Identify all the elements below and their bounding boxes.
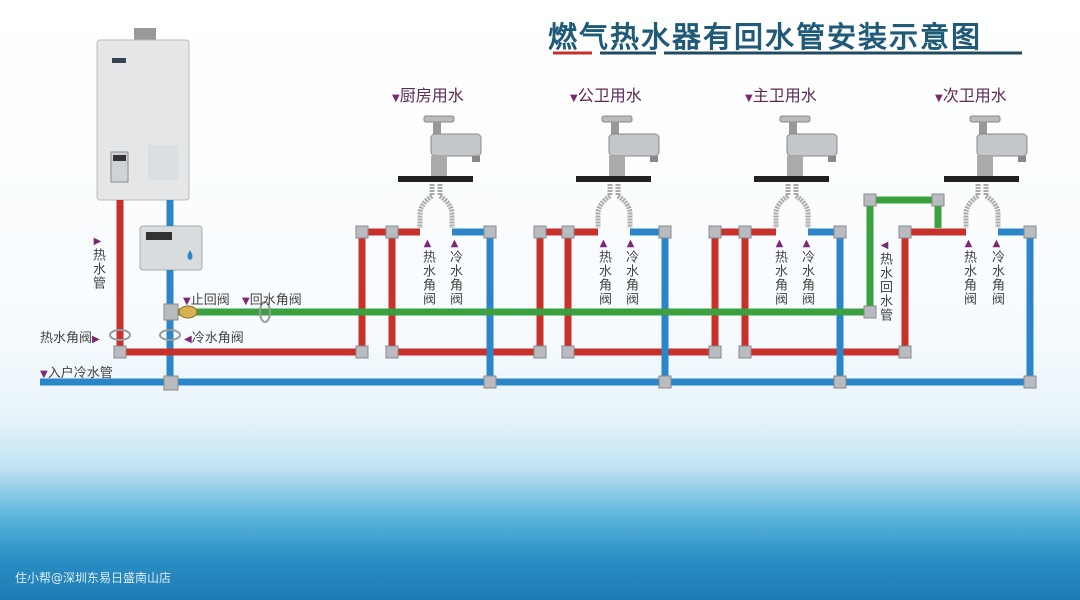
page-title: 燃气热水器有回水管安装示意图 [548, 20, 983, 54]
fixture-kitchen: ▼厨房用水 [392, 86, 464, 105]
label-main-cold-angle-valve: ◀冷水角阀 [184, 331, 244, 346]
fixture-master-bath: ▼主卫用水 [745, 86, 817, 105]
watermark: 住小帮@深圳东易日盛南山店 [15, 571, 172, 585]
faucet-icon [576, 115, 660, 228]
label-cold-angle-valve: ▲冷水角阀 [623, 238, 638, 306]
return-angle-valve [259, 301, 271, 323]
hot-pipe [116, 200, 420, 356]
label-return-angle-valve: ▼回水角阀 [242, 293, 302, 308]
label-hot-angle-valve: ▲热水角阀 [772, 238, 787, 306]
water-heater [96, 28, 190, 201]
fixture-label: 公卫用水 [577, 86, 642, 105]
label-cold-angle-valve: ▲冷水角阀 [799, 238, 814, 306]
label-hot-return-pipe: ◀热水回水管 [877, 240, 892, 322]
label-hot-angle-valve: ▲热水角阀 [420, 238, 435, 306]
label-check-valve: ▼止回阀 [183, 293, 230, 308]
check-valve [178, 305, 198, 319]
label-hot-angle-valve: ▲热水角阀 [961, 238, 976, 306]
faucet-icon [398, 115, 482, 228]
pipe-fittings [113, 193, 1037, 391]
fixture-second-bath: ▼次卫用水 [935, 86, 1007, 105]
faucet-icon [944, 115, 1028, 228]
label-cold-angle-valve: ▲冷水角阀 [447, 238, 462, 306]
fixture-label: 厨房用水 [399, 86, 464, 105]
faucet-icon [754, 115, 838, 228]
cold-angle-valve [159, 329, 181, 341]
fixture-label: 主卫用水 [752, 86, 817, 105]
hot-angle-valve [109, 329, 131, 341]
circulation-pump [139, 225, 203, 271]
label-main-hot-angle-valve: 热水角阀▶ [40, 331, 100, 346]
label-cold-angle-valve: ▲冷水角阀 [989, 238, 1004, 306]
fixture-public-bath: ▼公卫用水 [570, 86, 642, 105]
label-hot-pipe: ▶热水管 [90, 236, 105, 290]
fixture-label: 次卫用水 [942, 86, 1007, 105]
label-inlet-cold-pipe: ▼入户冷水管 [40, 366, 113, 381]
label-hot-angle-valve: ▲热水角阀 [596, 238, 611, 306]
